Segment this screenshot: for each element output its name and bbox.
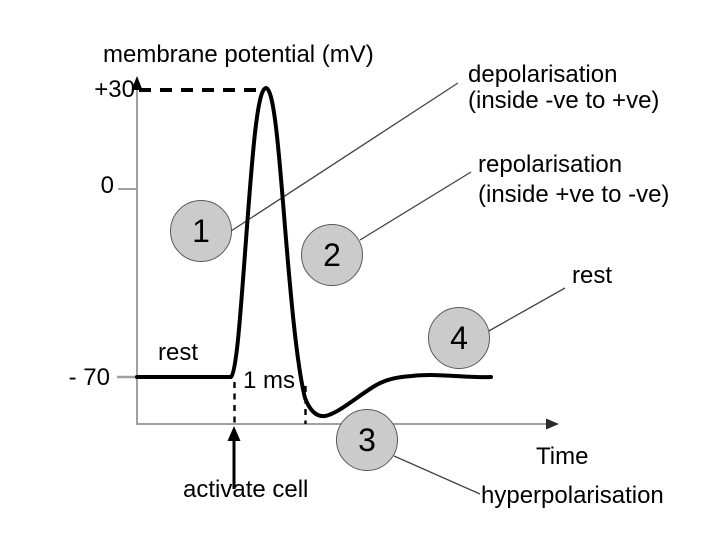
- leader-line-hyperpolarisation: [393, 455, 481, 495]
- stage-circle-3: 3: [336, 409, 398, 471]
- duration-label: 1 ms: [243, 367, 296, 394]
- x-axis-arrowhead-icon: [546, 418, 559, 430]
- rest-label-left: rest: [158, 339, 199, 366]
- stage-number-3: 3: [358, 421, 376, 458]
- x-axis-label-time: Time: [536, 443, 589, 470]
- rest-annotation-right: rest: [572, 262, 613, 289]
- depolarisation-line1: depolarisation: [468, 61, 618, 88]
- stage-number-4: 4: [450, 319, 468, 356]
- y-axis-label-plus30: +30: [94, 76, 135, 103]
- stage-number-1: 1: [192, 212, 210, 249]
- leader-line-rest: [486, 287, 566, 333]
- hyperpolarisation-annotation: hyperpolarisation: [481, 482, 664, 509]
- depolarisation-annotation: depolarisation (inside -ve to +ve): [468, 62, 659, 114]
- chart-title: membrane potential (mV): [103, 41, 374, 68]
- repolarisation-annotation: repolarisation (inside +ve to -ve): [478, 150, 669, 210]
- repolarisation-line2: (inside +ve to -ve): [478, 181, 670, 208]
- stage-circle-2: 2: [301, 224, 363, 286]
- action-potential-curve: [135, 86, 493, 419]
- stage-circle-1: 1: [170, 200, 232, 262]
- stage-number-2: 2: [323, 236, 341, 273]
- activate-cell-arrowhead-icon: [227, 426, 241, 441]
- depolarisation-line2: (inside -ve to +ve): [468, 87, 660, 114]
- leader-line-depolarisation: [227, 82, 459, 234]
- activate-cell-label: activate cell: [183, 476, 309, 503]
- y-axis-label-zero: 0: [100, 172, 114, 199]
- leader-line-repolarisation: [359, 171, 472, 241]
- repolarisation-line1: repolarisation: [478, 151, 623, 178]
- y-axis-label-minus70: - 70: [68, 364, 110, 391]
- y-axis-arrowhead-icon: [131, 76, 143, 90]
- stage-circle-4: 4: [428, 307, 490, 369]
